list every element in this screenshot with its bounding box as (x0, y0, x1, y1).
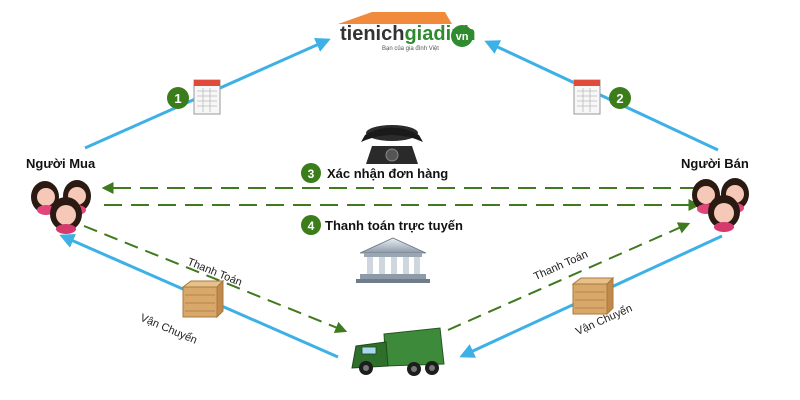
buyer-avatar-group (31, 180, 91, 234)
crate-icon (181, 279, 225, 319)
arrow-seller-to-site (484, 40, 719, 152)
logo-brand-part1: tienich (340, 23, 404, 45)
order-form-icon (573, 79, 601, 115)
arrow-buyer-payment (83, 225, 348, 333)
step-badge-3: 3 (301, 163, 321, 183)
logo-vn-badge (451, 25, 473, 47)
svg-text:4: 4 (308, 219, 315, 233)
step-3-label: Xác nhận đơn hàng (327, 166, 449, 181)
svg-text:1: 1 (174, 91, 181, 106)
logo-suffix: vn (456, 31, 469, 43)
seller-avatar-group (692, 178, 749, 232)
svg-text:3: 3 (308, 167, 315, 181)
logo: tienichgiadinh Bạn của gia đình Việt vn (338, 12, 476, 52)
buyer-label: Người Mua (26, 156, 96, 171)
order-form-icon (193, 79, 221, 115)
step-badge-1: 1 (167, 87, 189, 109)
step-badge-4: 4 (301, 215, 321, 235)
step-badge-2: 2 (609, 87, 631, 109)
logo-roof (338, 12, 452, 24)
logo-tagline: Bạn của gia đình Việt (382, 45, 439, 52)
bank-icon (356, 237, 430, 283)
telephone-icon (361, 125, 423, 164)
seller-label: Người Bán (681, 156, 749, 171)
crate-icon (571, 276, 615, 316)
svg-text:2: 2 (616, 91, 623, 106)
step-4-label: Thanh toán trực tuyến (325, 218, 463, 233)
truck-icon (351, 327, 445, 376)
arrow-seller-payment (447, 222, 691, 331)
